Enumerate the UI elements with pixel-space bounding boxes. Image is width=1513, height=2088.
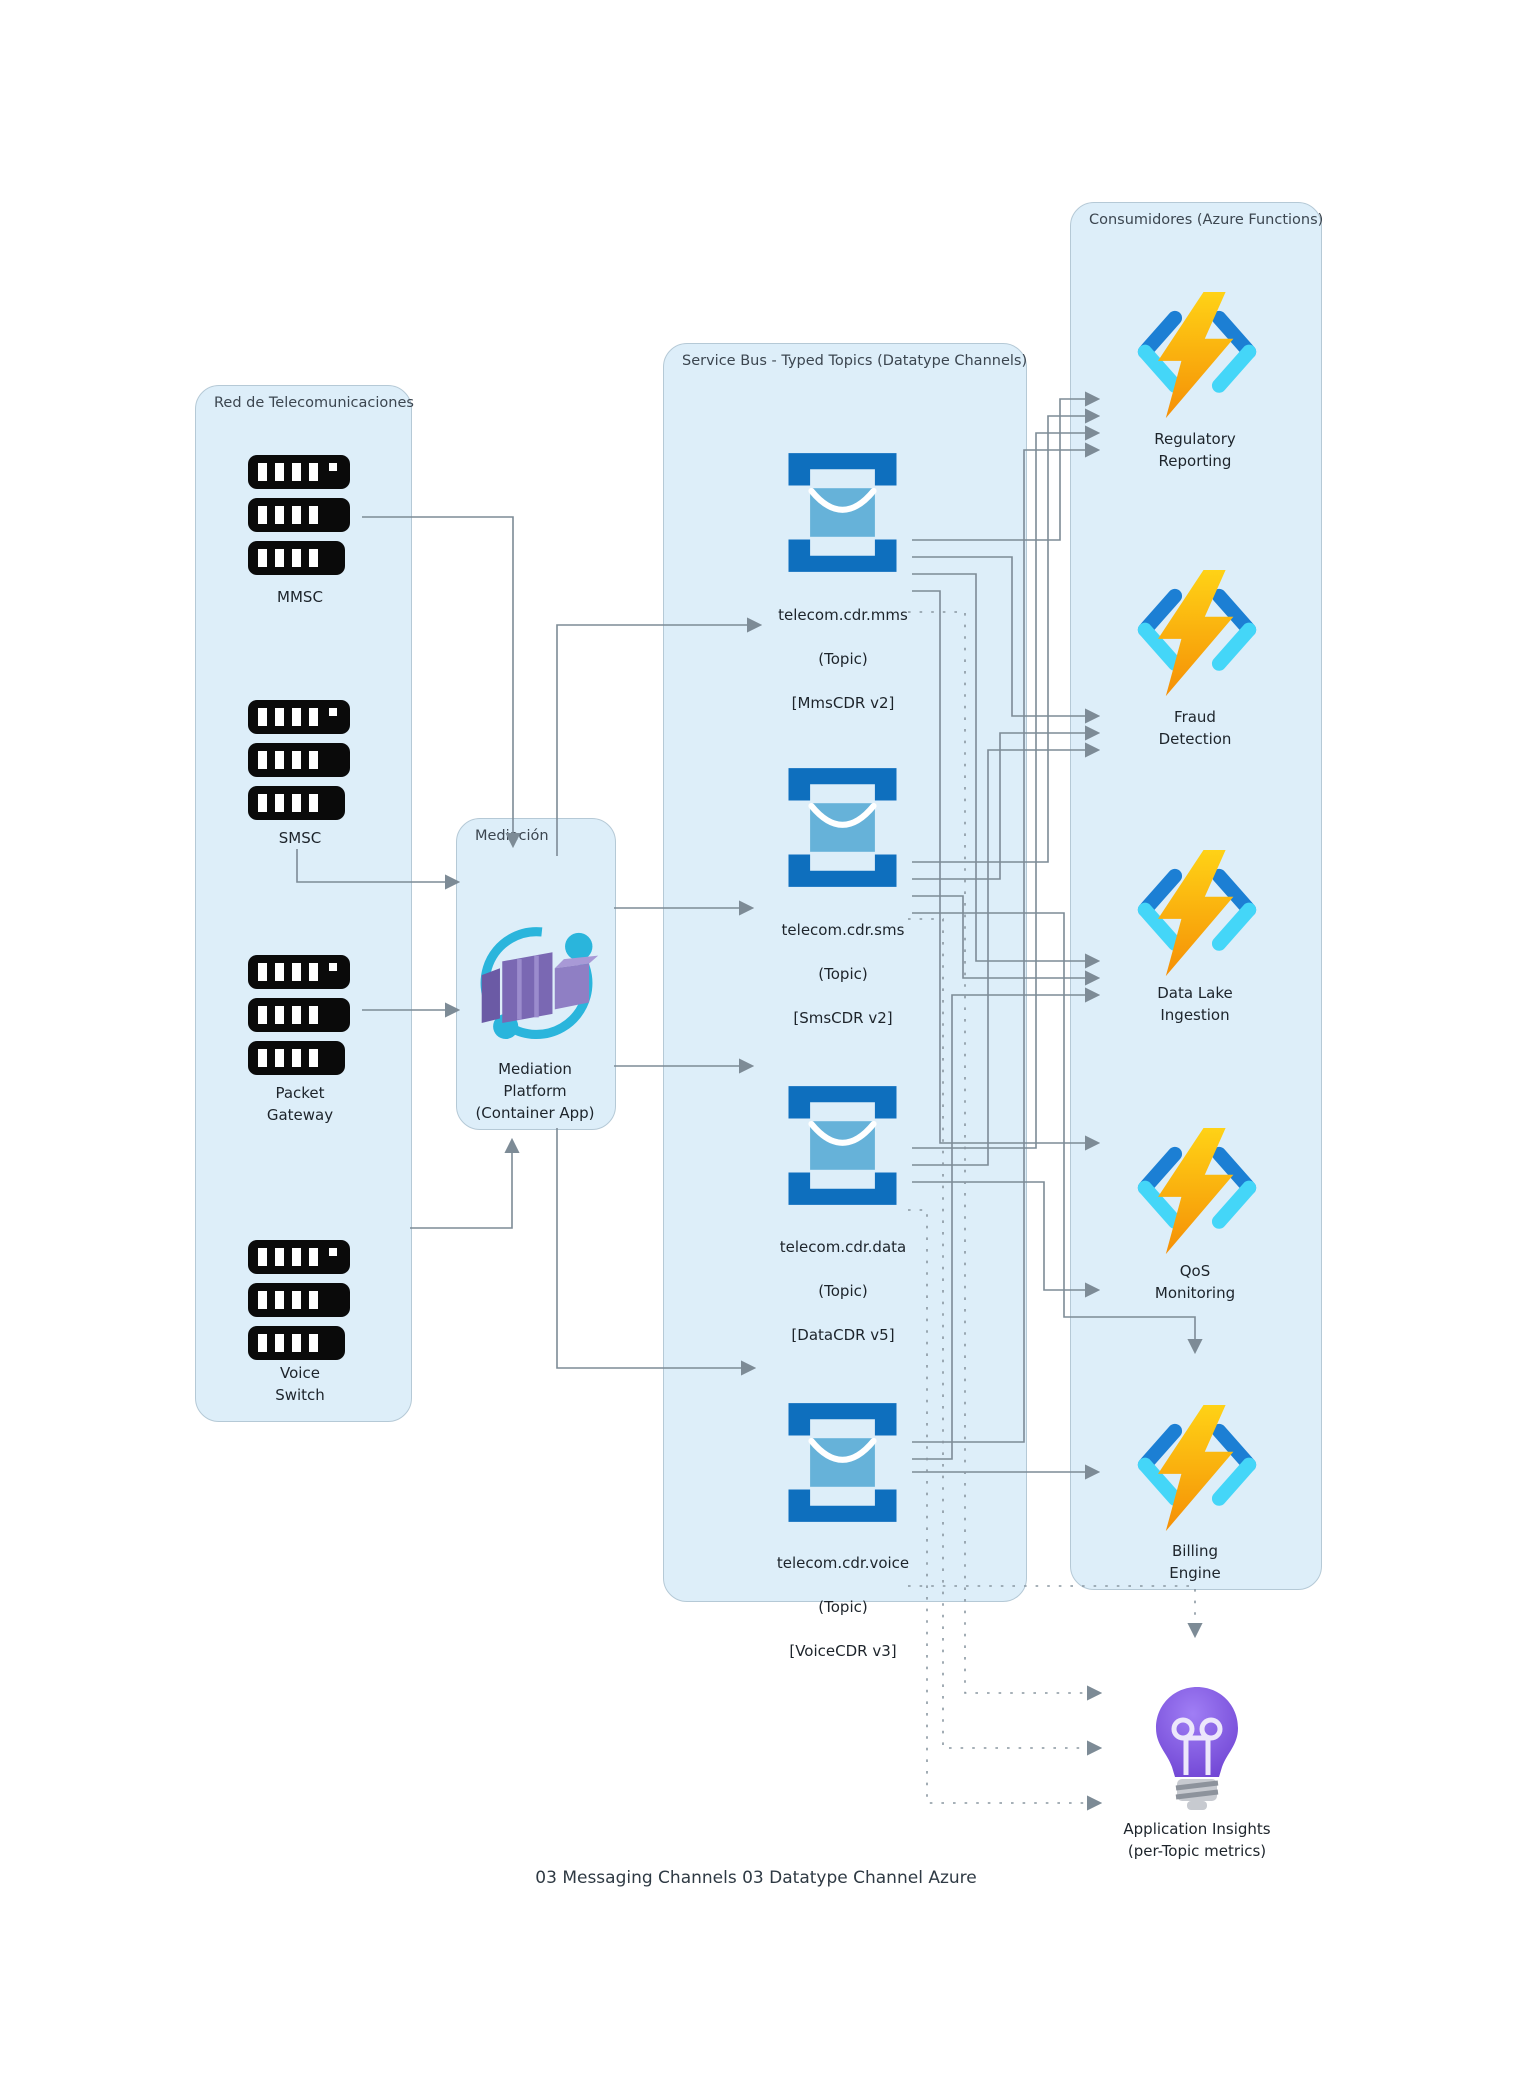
group-telecom-title: Red de Telecomunicaciones: [214, 395, 414, 411]
topic-schema: [MmsCDR v2]: [791, 694, 895, 712]
topic-name: telecom.cdr.voice: [776, 1554, 910, 1572]
azure-functions-icon: [1137, 570, 1257, 697]
group-consumers-title: Consumidores (Azure Functions): [1089, 212, 1324, 228]
server-icon: [248, 700, 350, 820]
node-data-lake-ingestion-label: Data Lake Ingestion: [1157, 984, 1233, 1024]
node-qos-monitoring-label: QoS Monitoring: [1154, 1262, 1236, 1302]
topic-kind: (Topic): [818, 650, 868, 668]
topic-name: telecom.cdr.data: [779, 1238, 907, 1256]
topic-kind: (Topic): [818, 1282, 868, 1300]
group-service-bus-title: Service Bus - Typed Topics (Datatype Cha…: [682, 353, 1028, 369]
group-mediacion-title: Mediación: [475, 828, 549, 844]
node-voice-switch-label: Voice Switch: [275, 1364, 325, 1404]
node-billing-engine-label: Billing Engine: [1169, 1542, 1221, 1582]
node-mediation-platform-label: Mediation Platform (Container App): [475, 1060, 595, 1122]
service-bus-topic-icon: [788, 768, 897, 887]
node-regulatory-reporting-label: Regulatory Reporting: [1154, 430, 1236, 470]
service-bus-topic-icon: [788, 453, 897, 572]
azure-functions-icon: [1137, 1405, 1257, 1532]
topic-schema: [SmsCDR v2]: [793, 1009, 893, 1027]
topic-kind: (Topic): [818, 965, 868, 983]
topic-name: telecom.cdr.sms: [781, 921, 905, 939]
node-topic-voice-label: telecom.cdr.voice (Topic) [VoiceCDR v3]: [728, 1530, 958, 1684]
node-application-insights-label: Application Insights (per-Topic metrics): [1123, 1820, 1271, 1860]
azure-functions-icon: [1137, 292, 1257, 419]
service-bus-topic-icon: [788, 1403, 897, 1522]
node-fraud-detection-label: Fraud Detection: [1158, 708, 1232, 748]
server-icon: [248, 955, 350, 1075]
node-topic-data-label: telecom.cdr.data (Topic) [DataCDR v5]: [728, 1214, 958, 1368]
node-topic-sms-label: telecom.cdr.sms (Topic) [SmsCDR v2]: [728, 897, 958, 1051]
node-topic-mms-label: telecom.cdr.mms (Topic) [MmsCDR v2]: [728, 582, 958, 736]
topic-name: telecom.cdr.mms: [778, 606, 908, 624]
topic-kind: (Topic): [818, 1598, 868, 1616]
diagram-caption: 03 Messaging Channels 03 Datatype Channe…: [535, 1868, 977, 1888]
topic-schema: [VoiceCDR v3]: [789, 1642, 897, 1660]
node-packet-gateway-label: Packet Gateway: [266, 1084, 334, 1124]
azure-functions-icon: [1137, 850, 1257, 977]
container-app-icon: [480, 927, 599, 1040]
server-icon: [248, 455, 350, 575]
service-bus-topic-icon: [788, 1086, 897, 1205]
application-insights-icon: [1156, 1687, 1238, 1810]
azure-functions-icon: [1137, 1128, 1257, 1255]
node-smsc-label: SMSC: [278, 829, 322, 847]
server-icon: [248, 1240, 350, 1360]
topic-schema: [DataCDR v5]: [791, 1326, 895, 1344]
node-mmsc-label: MMSC: [277, 588, 323, 606]
